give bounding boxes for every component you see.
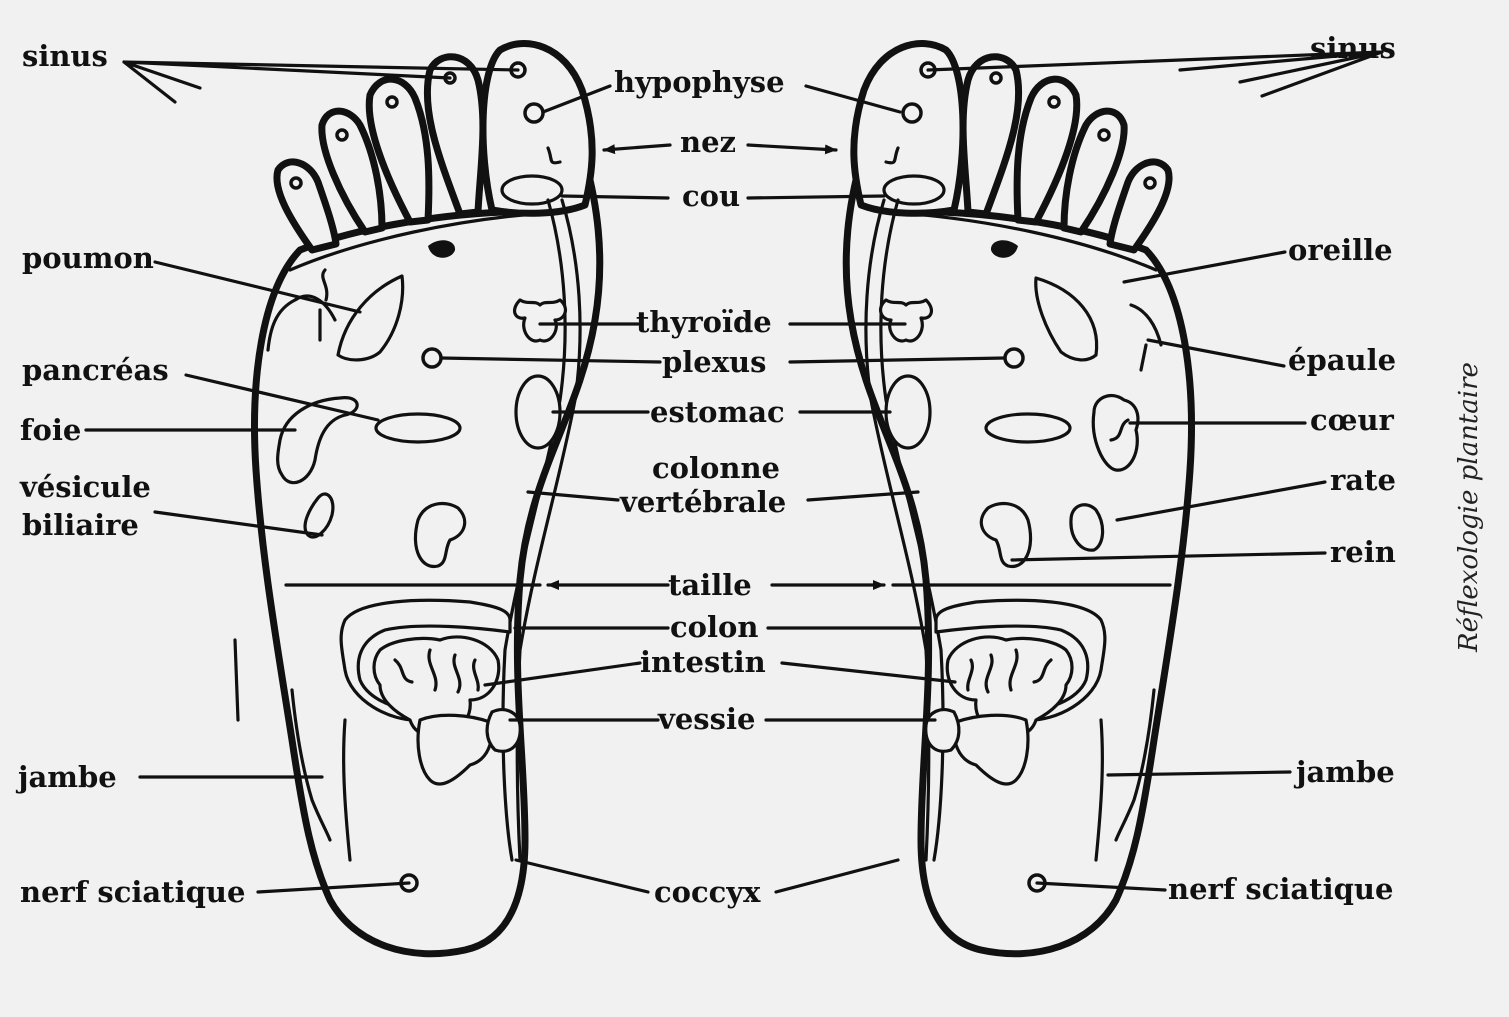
label-plexus: plexus (662, 345, 766, 379)
left-foot (233, 40, 604, 958)
label-coeur: cœur (1310, 403, 1395, 437)
label-intestin: intestin (640, 645, 766, 679)
label-cou: cou (682, 179, 740, 213)
label-colon: colon (670, 610, 758, 644)
right-toe-5 (1106, 158, 1173, 254)
label-rein: rein (1330, 535, 1396, 569)
left-bladder (485, 708, 522, 753)
right-heart (1091, 394, 1140, 472)
left-toe-3 (365, 75, 433, 226)
left-toe-2 (423, 53, 487, 218)
left-toe-4 (318, 107, 386, 236)
right-toe-2 (959, 53, 1023, 218)
left-colon (339, 598, 512, 722)
label-biliaire: biliaire (22, 508, 139, 542)
leader-lines (84, 50, 1384, 894)
right-toe-3 (1013, 75, 1081, 226)
label-colonne: colonne (652, 451, 780, 485)
label-rate: rate (1330, 463, 1396, 497)
labels: sinus sinus hypophyse nez cou poumon ore… (15, 31, 1396, 909)
label-jambe-left: jambe (15, 760, 117, 794)
label-sinus-left: sinus (22, 39, 108, 73)
caption-text: Réflexologie plantaire (1454, 362, 1484, 652)
label-vertebrale: vertébrale (619, 485, 786, 519)
left-liver (276, 396, 359, 485)
label-taille: taille (668, 568, 752, 602)
label-oreille: oreille (1288, 233, 1393, 267)
label-foie: foie (20, 413, 81, 447)
right-spleen (1069, 503, 1105, 552)
label-estomac: estomac (650, 395, 785, 429)
label-sinus-right: sinus (1310, 31, 1396, 65)
label-jambe-right: jambe (1293, 755, 1395, 789)
label-thyroide: thyroïde (636, 305, 772, 339)
label-nez: nez (680, 125, 736, 159)
right-lung (1034, 276, 1099, 362)
label-coccyx: coccyx (654, 875, 761, 909)
label-vesicule: vésicule (19, 470, 151, 504)
right-toe-4 (1060, 107, 1128, 236)
left-kidney (413, 501, 467, 569)
left-pancreas (374, 412, 462, 444)
label-epaule: épaule (1288, 343, 1396, 377)
label-pancreas: pancréas (22, 353, 169, 387)
label-nerf-sciatique-left: nerf sciatique (20, 875, 245, 909)
label-vessie: vessie (657, 702, 755, 736)
right-kidney (979, 501, 1033, 569)
label-poumon: poumon (22, 241, 154, 275)
label-hypophyse: hypophyse (614, 65, 785, 99)
label-nerf-sciatique-right: nerf sciatique (1168, 872, 1393, 906)
left-toe-5 (273, 158, 340, 254)
right-foot (842, 40, 1195, 958)
